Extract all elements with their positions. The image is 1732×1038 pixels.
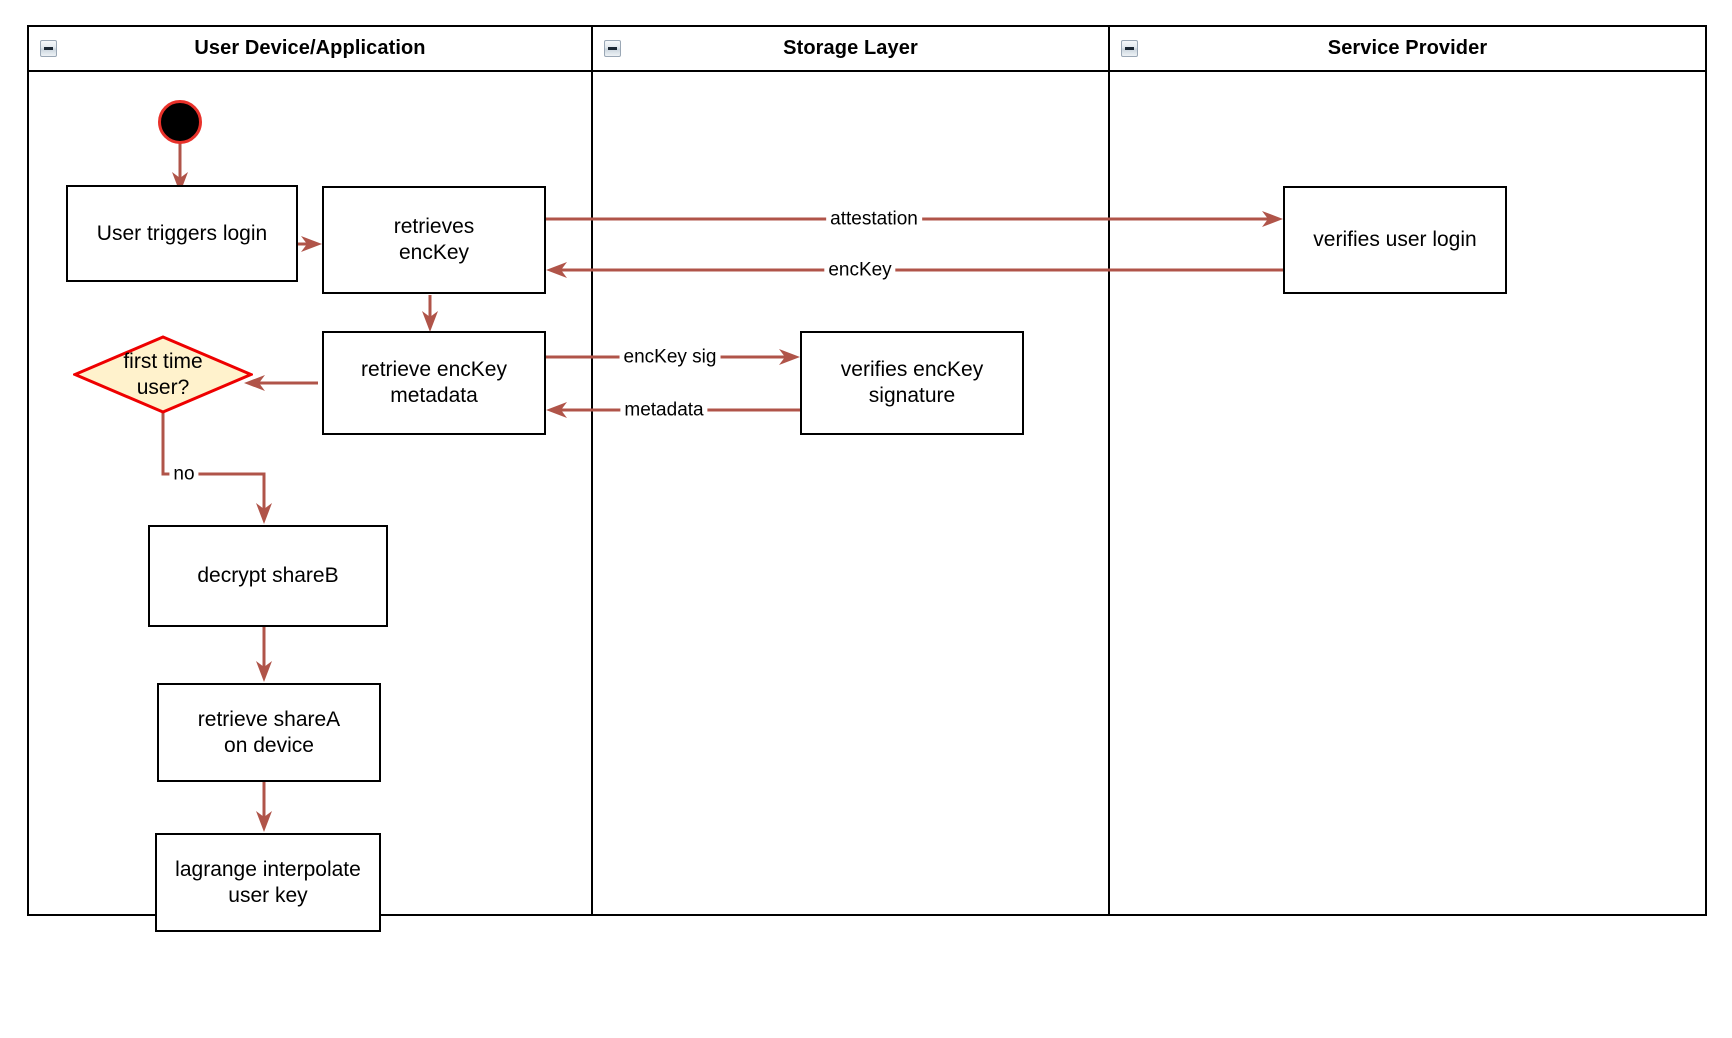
lane-title-service-provider: Service Provider [1327,37,1488,59]
node-first-time-user-label: first time user? [123,350,203,399]
node-verifies-enckey-signature[interactable]: verifies encKey signature [800,331,1024,435]
collapse-minus-icon-user-device[interactable] [40,40,57,57]
lane-header-storage-layer[interactable]: Storage Layer [593,27,1108,72]
lane-title-user-device: User Device/Application [194,37,426,59]
lane-title-storage-layer: Storage Layer [783,37,918,59]
edge-label-enckey: encKey [824,260,896,280]
node-user-triggers-login[interactable]: User triggers login [66,185,298,282]
node-retrieves-enckey[interactable]: retrieves encKey [322,186,546,294]
edge-label-attestation: attestation [826,209,922,229]
lane-divider-2 [1108,27,1110,914]
collapse-minus-icon-service-provider[interactable] [1121,40,1138,57]
lane-service-provider[interactable] [1110,27,1705,914]
edge-label-no: no [169,464,199,484]
node-decrypt-shareb[interactable]: decrypt shareB [148,525,388,627]
edge-label-enckey-sig: encKey sig [619,347,721,367]
node-retrieve-sharea-on-device[interactable]: retrieve shareA on device [157,683,381,782]
edge-label-metadata: metadata [620,400,708,420]
lane-storage-layer[interactable] [593,27,1108,914]
start-node[interactable] [158,100,202,144]
lane-header-user-device[interactable]: User Device/Application [29,27,591,72]
decision-diamond-shape [73,335,253,414]
lane-header-service-provider[interactable]: Service Provider [1110,27,1705,72]
node-lagrange-interpolate-user-key[interactable]: lagrange interpolate user key [155,833,381,932]
node-verifies-user-login[interactable]: verifies user login [1283,186,1507,294]
node-retrieve-enckey-metadata[interactable]: retrieve encKey metadata [322,331,546,435]
swimlane-pool: User Device/Application Storage Layer Se… [27,25,1707,916]
node-first-time-user[interactable]: first time user? [73,335,253,414]
collapse-minus-icon-storage-layer[interactable] [604,40,621,57]
lane-divider-1 [591,27,593,914]
